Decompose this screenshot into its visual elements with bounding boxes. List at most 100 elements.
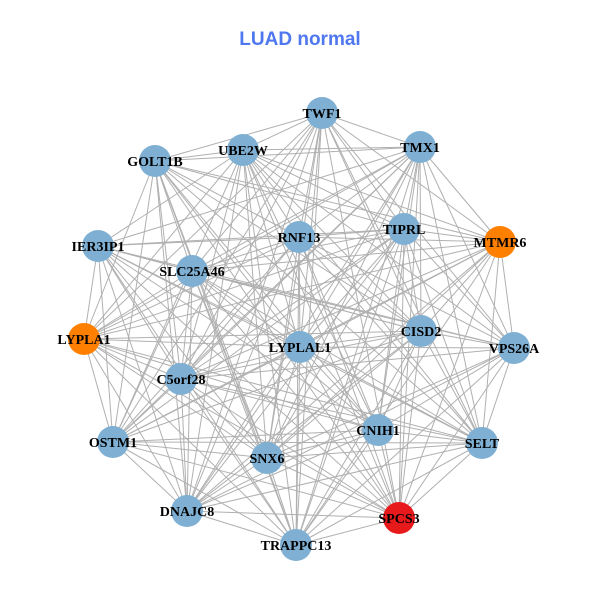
node-trappc13[interactable]: TRAPPC13	[261, 529, 332, 561]
edge-UBE2W-TRAPPC13	[242, 149, 297, 546]
edge-IER3IP1-SNX6	[97, 245, 268, 459]
node-slc25a46[interactable]: SLC25A46	[159, 255, 225, 287]
edge-SLC25A46-TRAPPC13	[191, 270, 297, 546]
node-label: MTMR6	[474, 236, 527, 251]
node-circle[interactable]	[388, 213, 420, 245]
node-cisd2[interactable]: CISD2	[401, 315, 441, 347]
edge-OSTM1-TRAPPC13	[112, 441, 297, 546]
node-circle[interactable]	[284, 331, 316, 363]
node-circle[interactable]	[82, 230, 114, 262]
edge-RNF13-TRAPPC13	[295, 236, 300, 546]
edge-RNF13-SNX6	[266, 236, 300, 459]
node-circle[interactable]	[306, 97, 338, 129]
node-circle[interactable]	[97, 426, 129, 458]
node-circle[interactable]	[404, 131, 436, 163]
edge-GOLT1B-LYPLA1	[83, 160, 156, 340]
edge-MTMR6-SLC25A46	[191, 241, 501, 272]
edge-LYPLAL1-OSTM1	[112, 346, 301, 443]
node-ier3ip1[interactable]: IER3IP1	[72, 230, 125, 262]
node-twf1[interactable]: TWF1	[303, 97, 342, 129]
edge-UBE2W-LYPLA1	[83, 149, 244, 340]
edge-LYPLAL1-SELT	[299, 346, 483, 444]
edge-OSTM1-SPCS3	[112, 441, 400, 519]
edge-TWF1-C5orf28	[180, 112, 323, 380]
edge-LYPLA1-OSTM1	[83, 338, 114, 443]
node-dnajc8[interactable]: DNAJC8	[160, 495, 214, 527]
edge-VPS26A-SNX6	[266, 347, 515, 459]
edge-CNIH1-SELT	[377, 429, 483, 444]
edge-TIPRL-SPCS3	[398, 228, 405, 519]
edge-LYPLA1-DNAJC8	[83, 338, 188, 512]
node-lypla1[interactable]: LYPLA1	[57, 323, 111, 355]
node-circle[interactable]	[466, 427, 498, 459]
edge-TWF1-DNAJC8	[186, 112, 323, 512]
edge-VPS26A-TRAPPC13	[295, 347, 515, 546]
node-circle[interactable]	[484, 226, 516, 258]
node-circle[interactable]	[283, 221, 315, 253]
edge-C5orf28-DNAJC8	[180, 378, 188, 512]
node-circle[interactable]	[68, 323, 100, 355]
node-circle[interactable]	[405, 315, 437, 347]
edge-GOLT1B-LYPLAL1	[154, 160, 301, 348]
edge-LYPLAL1-DNAJC8	[186, 346, 301, 512]
node-tiprl[interactable]: TIPRL	[383, 213, 426, 245]
edge-UBE2W-IER3IP1	[97, 149, 244, 247]
node-mtmr6[interactable]: MTMR6	[474, 226, 527, 258]
edge-TMX1-LYPLA1	[83, 146, 421, 340]
node-spcs3[interactable]: SPCS3	[378, 502, 420, 534]
edge-GOLT1B-OSTM1	[112, 160, 156, 443]
edge-RNF13-CNIH1	[298, 236, 379, 431]
node-circle[interactable]	[227, 134, 259, 166]
node-circle[interactable]	[280, 529, 312, 561]
edge-RNF13-SLC25A46	[191, 236, 300, 272]
edge-TMX1-SELT	[419, 146, 483, 444]
edge-SLC25A46-SELT	[191, 270, 483, 444]
node-circle[interactable]	[171, 495, 203, 527]
edges-layer	[83, 112, 515, 546]
node-vps26a[interactable]: VPS26A	[489, 332, 540, 364]
edge-RNF13-OSTM1	[112, 236, 300, 443]
node-label: SNX6	[249, 452, 284, 467]
node-lyplal1[interactable]: LYPLAL1	[269, 331, 332, 363]
edge-GOLT1B-SELT	[154, 160, 483, 444]
node-golt1b[interactable]: GOLT1B	[127, 145, 183, 177]
node-circle[interactable]	[176, 255, 208, 287]
edge-LYPLAL1-CNIH1	[299, 346, 379, 431]
edge-GOLT1B-TRAPPC13	[154, 160, 297, 546]
edge-GOLT1B-RNF13	[154, 160, 300, 238]
edge-RNF13-SPCS3	[298, 236, 400, 519]
node-circle[interactable]	[383, 502, 415, 534]
edge-MTMR6-VPS26A	[499, 241, 515, 349]
edge-C5orf28-TRAPPC13	[180, 378, 297, 546]
chart-title: LUAD normal	[239, 29, 361, 50]
node-c5orf28[interactable]: C5orf28	[157, 363, 206, 395]
edge-SLC25A46-SNX6	[191, 270, 268, 459]
node-circle[interactable]	[165, 363, 197, 395]
edge-TMX1-GOLT1B	[154, 146, 421, 162]
node-ostm1[interactable]: OSTM1	[89, 426, 137, 458]
node-circle[interactable]	[251, 442, 283, 474]
edge-TMX1-CISD2	[419, 146, 422, 332]
node-cnih1[interactable]: CNIH1	[356, 414, 400, 446]
edge-CISD2-DNAJC8	[186, 330, 422, 512]
edge-RNF13-CISD2	[298, 236, 422, 332]
edge-TWF1-TMX1	[321, 112, 421, 148]
node-tmx1[interactable]: TMX1	[400, 131, 440, 163]
node-circle[interactable]	[498, 332, 530, 364]
edge-UBE2W-RNF13	[242, 149, 300, 238]
node-label: TRAPPC13	[261, 539, 332, 554]
edge-RNF13-SELT	[298, 236, 483, 444]
edge-GOLT1B-SLC25A46	[154, 160, 193, 272]
node-label: VPS26A	[489, 342, 540, 357]
node-selt[interactable]: SELT	[465, 427, 500, 459]
edge-LYPLAL1-SNX6	[266, 346, 301, 459]
edge-IER3IP1-TRAPPC13	[97, 245, 297, 546]
edge-RNF13-VPS26A	[298, 236, 515, 349]
node-rnf13[interactable]: RNF13	[278, 221, 321, 253]
node-circle[interactable]	[362, 414, 394, 446]
edge-CISD2-SELT	[420, 330, 483, 444]
node-snx6[interactable]: SNX6	[249, 442, 285, 474]
node-ube2w[interactable]: UBE2W	[218, 134, 268, 166]
node-circle[interactable]	[139, 145, 171, 177]
edge-LYPLAL1-TRAPPC13	[295, 346, 301, 546]
